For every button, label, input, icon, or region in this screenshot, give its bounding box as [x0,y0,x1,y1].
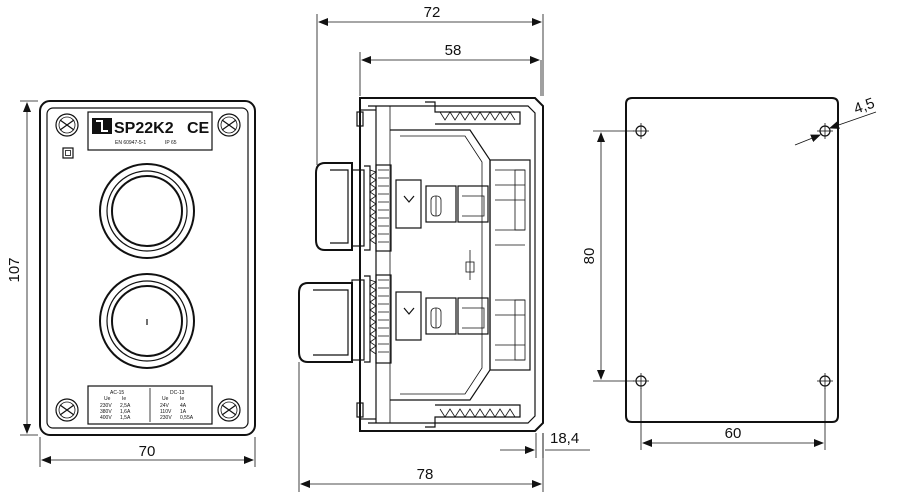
model-label: SP22K2 [114,120,174,137]
side-depth-value: 78 [417,466,434,483]
ac-row-3-ie: 1,5A [120,415,131,421]
ac-row-3-ue: 400V [100,415,112,421]
enclosure-inner-outline [46,107,249,429]
mount-width-value: 60 [725,425,742,442]
enclosure-outline [39,100,256,436]
mounting-hole [633,373,649,389]
ac-header: AC-15 [110,390,124,396]
contact-rail [489,159,531,371]
led-indicator-inner [65,150,71,156]
housing-outline [359,97,544,432]
mounting-plate-outline [625,97,839,423]
dc-row-2-ie: 1A [180,409,187,415]
screw-icon [55,398,79,422]
button-actuator-top[interactable] [315,162,489,252]
ac-row-2-ue: 380V [100,409,112,415]
inner-bracket [390,129,491,401]
standard-label: EN 60947-5-1 [115,140,146,146]
ratings-plate: AC-15 DC-13 Ue Ie Ue Ie 230V 2,5A 380V 1… [87,385,213,425]
dc-row-2-ue: 110V [160,409,172,415]
ac-ue-label: Ue [104,396,111,402]
dc-row-1-ue: 24V [160,403,170,409]
push-button-bottom[interactable] [99,273,195,369]
dimension-side-width-inner: 58 [359,42,542,96]
push-button-top[interactable] [99,163,195,259]
front-width-value: 70 [139,443,156,460]
dc-ue-label: Ue [162,396,169,402]
ce-mark: CE [187,120,210,137]
button-actuator-bottom[interactable] [298,274,489,364]
dimension-hole-diameter: 4,5 [794,95,877,146]
dimension-side-depth: 78 [298,362,544,492]
dc-row-3-ie: 0,55A [180,415,194,421]
dimension-front-height: 107 [6,100,38,436]
side-width-top-value: 72 [424,4,441,21]
brand-logo-icon [92,118,112,134]
side-width-inner-value: 58 [445,42,462,59]
button-protrusion-value: 18,4 [550,430,579,447]
front-view: SP22K2 CE EN 60947-5-1 IP 65 AC-15 DC-13… [6,100,256,467]
dc-header: DC-13 [170,390,185,396]
spring-top [425,101,521,125]
ac-row-1-ue: 230V [100,403,112,409]
ip-label: IP 65 [165,140,177,146]
mounting-hole [817,123,833,139]
screw-icon [217,398,241,422]
led-indicator-icon [62,147,74,159]
side-view: 72 58 78 18,4 [298,4,590,492]
hole-diameter-value: 4,5 [852,95,877,118]
label-plate [87,111,213,151]
dimension-mount-height: 80 [581,130,634,382]
ac-row-1-ie: 2,5A [120,403,131,409]
mounting-hole [817,373,833,389]
mount-height-value: 80 [581,248,598,265]
spring-bottom [425,404,521,428]
dc-ie-label: Ie [180,396,184,402]
front-height-value: 107 [6,257,23,282]
ac-row-2-ie: 1,6A [120,409,131,415]
housing-inner-outline [368,105,536,424]
dimension-side-width-top: 72 [316,4,544,165]
ac-ie-label: Ie [122,396,126,402]
screw-icon [55,113,79,137]
screw-icon [217,113,241,137]
dc-row-1-ie: 4A [180,403,187,409]
mounting-plate-view: 80 60 4,5 [581,95,877,450]
dimension-front-width: 70 [39,437,256,467]
dc-row-3-ue: 230V [160,415,172,421]
dimension-mount-width: 60 [640,388,826,450]
mounting-hole [633,123,649,139]
dimension-button-protrusion: 18,4 [500,430,590,458]
